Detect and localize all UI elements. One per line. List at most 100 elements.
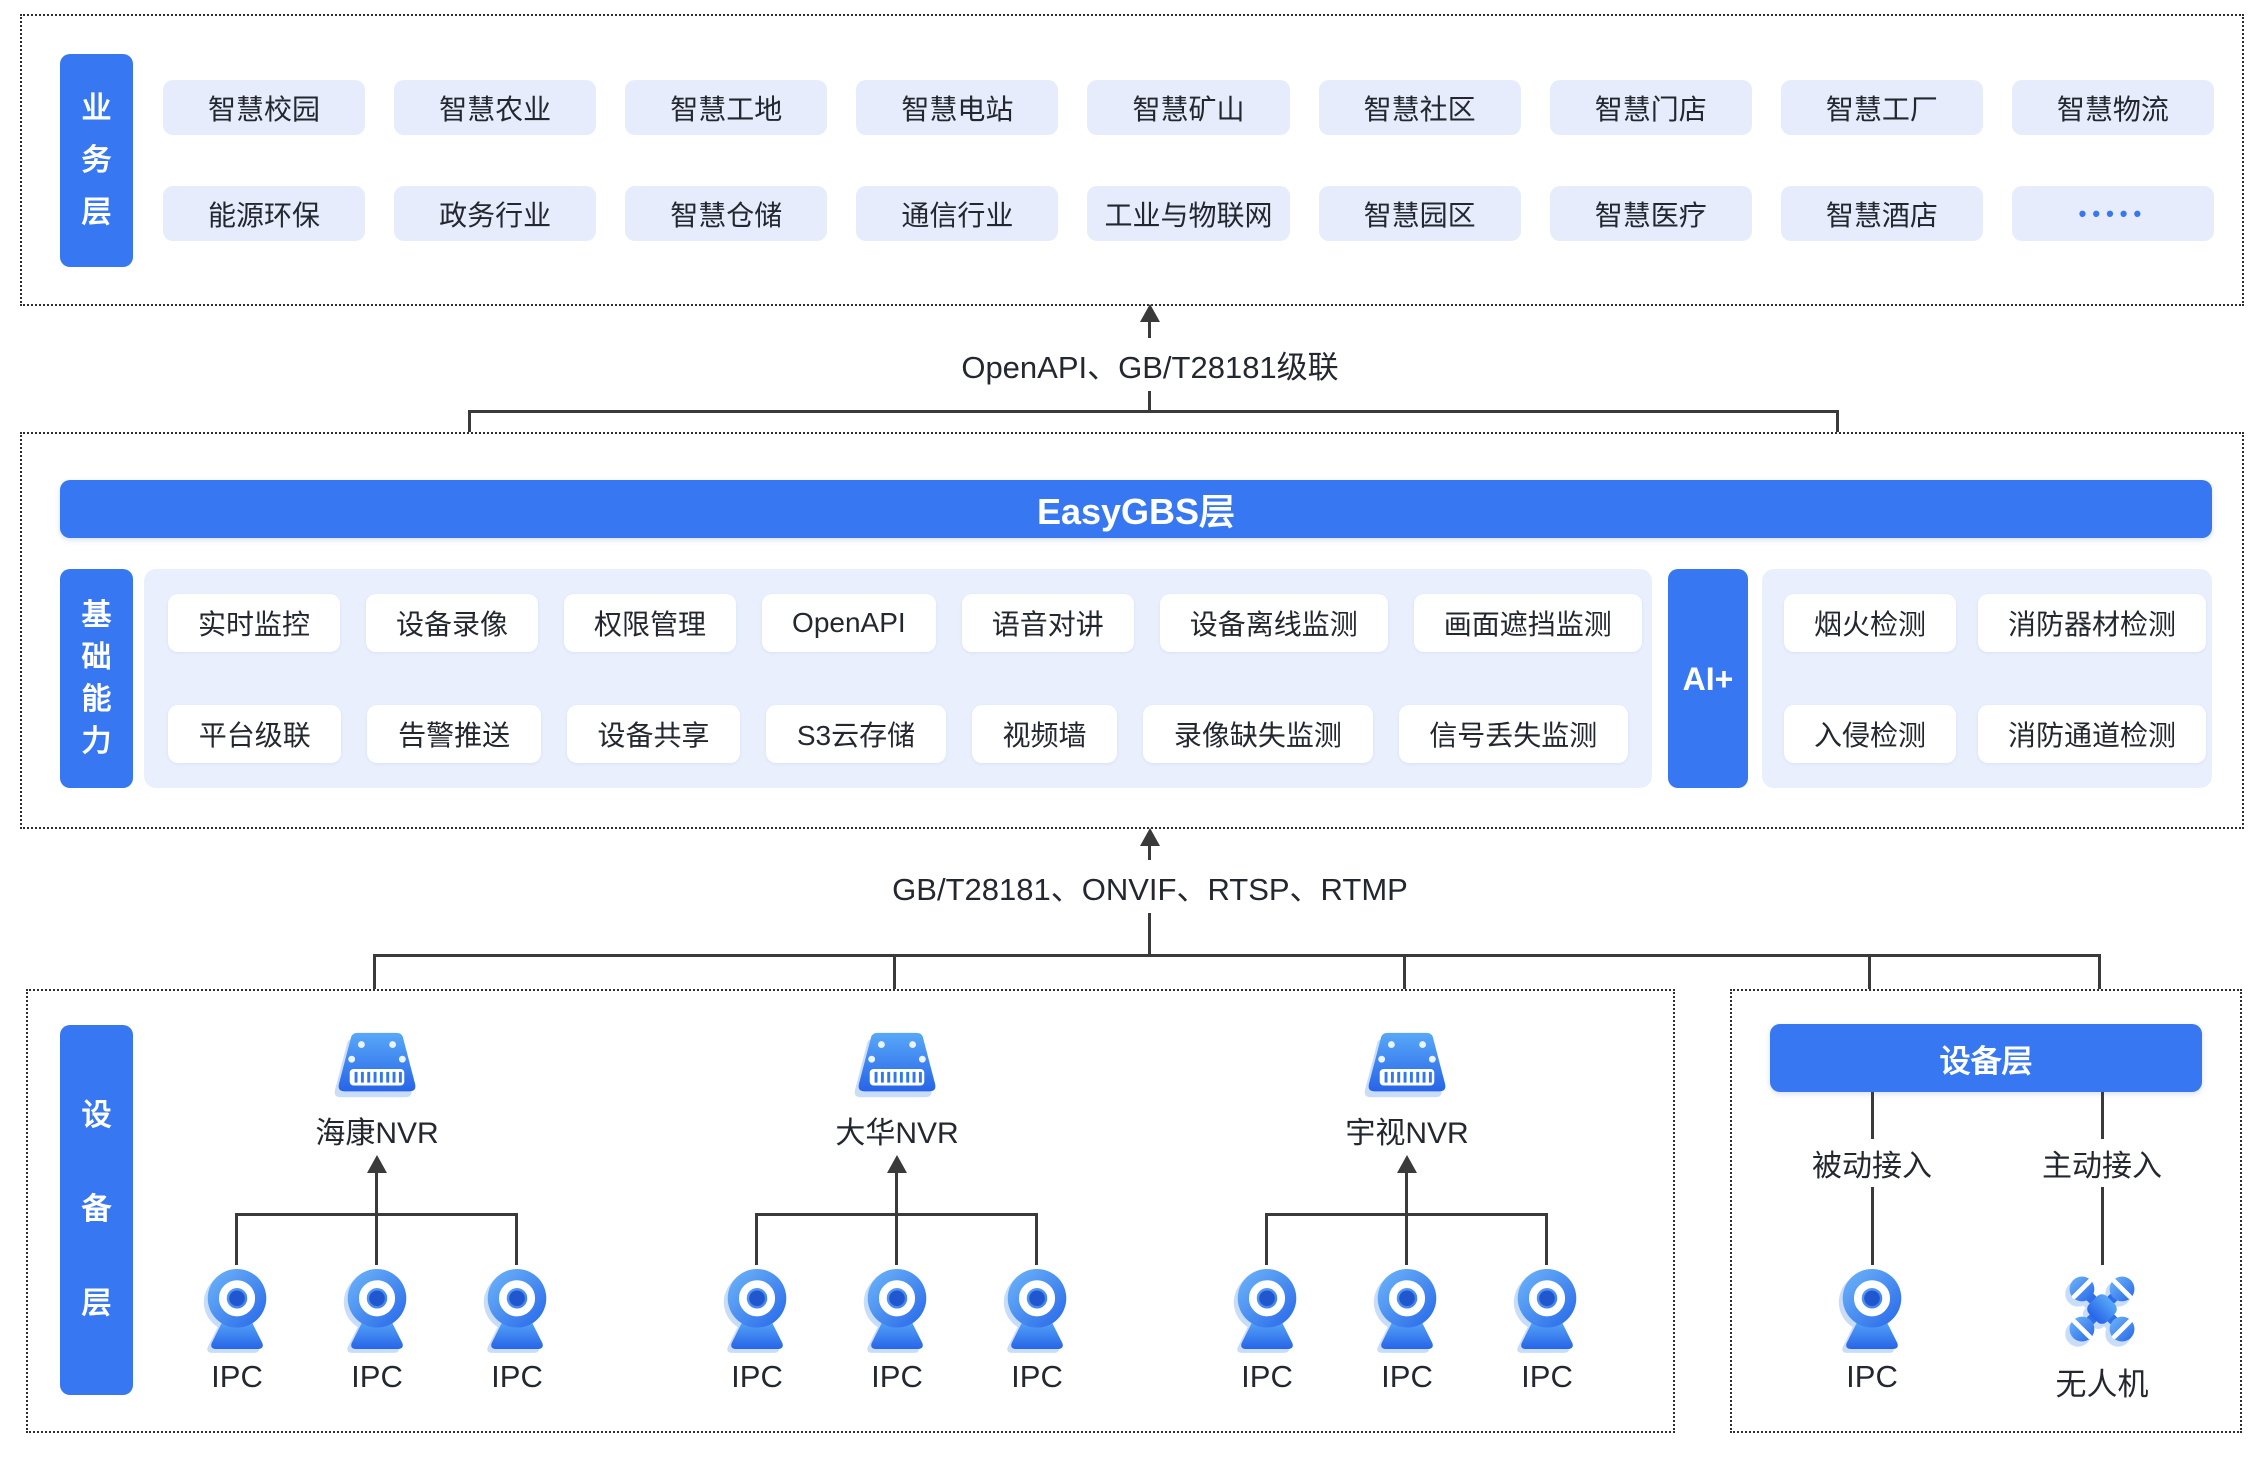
access-mode-label: 主动接入 <box>2042 1150 2162 1183</box>
side-label-char: 能 <box>81 682 112 716</box>
ai-capability-box: 入侵检测 <box>1784 705 1957 763</box>
ai-capability-box: 烟火检测 <box>1784 594 1957 652</box>
capability-box: 信号丢失监测 <box>1398 705 1628 763</box>
connector-line <box>375 1213 378 1265</box>
connector-line <box>2101 1092 2104 1139</box>
ipc-camera-icon <box>1831 1265 1913 1358</box>
connector-line <box>895 1173 898 1213</box>
connector-line <box>1405 1213 1408 1265</box>
up-arrow-icon <box>1397 1155 1417 1173</box>
side-label-char: 础 <box>81 640 112 674</box>
connector-line <box>470 410 1838 413</box>
capability-row-2: 平台级联 告警推送 设备共享 S3云存储 视频墙 录像缺失监测 信号丢失监测 <box>168 705 1628 763</box>
business-box: 智慧矿山 <box>1087 80 1290 135</box>
capability-row-1: 实时监控 设备录像 权限管理 OpenAPI 语音对讲 设备离线监测 画面遮挡监… <box>168 594 1642 652</box>
business-box: 通信行业 <box>856 186 1059 241</box>
ipc-label: IPC <box>211 1359 263 1394</box>
business-box: 智慧物流 <box>2011 80 2214 135</box>
ipc-camera-icon <box>996 1265 1078 1358</box>
business-row-1: 智慧校园 智慧农业 智慧工地 智慧电站 智慧矿山 智慧社区 智慧门店 智慧工厂 … <box>163 80 2214 135</box>
connector-line <box>1035 1213 1038 1265</box>
connector-line <box>1868 954 1871 1022</box>
ai-capability-box: 消防器材检测 <box>1978 594 2207 652</box>
ai-row-2: 入侵检测 消防通道检测 <box>1784 705 2207 763</box>
business-layer-section: 业 务 层 智慧校园 智慧农业 智慧工地 智慧电站 智慧矿山 智慧社区 智慧门店… <box>20 14 2244 306</box>
capability-box: 录像缺失监测 <box>1143 705 1373 763</box>
ipc-camera-icon <box>1506 1265 1588 1358</box>
ipc-label: IPC <box>731 1359 783 1394</box>
ipc-label: IPC <box>1381 1359 1433 1394</box>
ai-row-1: 烟火检测 消防器材检测 <box>1784 594 2207 652</box>
business-row-2: 能源环保 政务行业 智慧仓储 通信行业 工业与物联网 智慧园区 智慧医疗 智慧酒… <box>163 186 2214 241</box>
business-box: 智慧农业 <box>394 80 597 135</box>
nvr-icon <box>849 1029 945 1110</box>
connector-line <box>515 1213 518 1265</box>
ai-capability-box: 消防通道检测 <box>1978 705 2207 763</box>
business-box: 智慧仓储 <box>625 186 828 241</box>
capability-panel: 实时监控 设备录像 权限管理 OpenAPI 语音对讲 设备离线监测 画面遮挡监… <box>144 569 1652 788</box>
capability-box: S3云存储 <box>766 705 946 763</box>
connector-line <box>755 1213 758 1265</box>
business-box: 智慧医疗 <box>1549 186 1752 241</box>
side-label-char: 业 <box>81 91 112 125</box>
business-box: 智慧工厂 <box>1780 80 1983 135</box>
connector-top-label: OpenAPI、GB/T28181级联 <box>941 338 1359 391</box>
ipc-camera-icon <box>476 1265 558 1358</box>
connector-line <box>2101 1187 2104 1265</box>
capability-box: 告警推送 <box>367 705 541 763</box>
side-label-char: 基 <box>81 598 112 632</box>
capability-box: 视频墙 <box>971 705 1118 763</box>
nvr-group-dahua: 大华NVR <box>697 991 1097 1431</box>
capability-box: 权限管理 <box>564 594 737 652</box>
ipc-camera-icon <box>336 1265 418 1358</box>
ipc-label: IPC <box>351 1359 403 1394</box>
business-box: 智慧校园 <box>163 80 366 135</box>
ai-panel: 烟火检测 消防器材检测 入侵检测 消防通道检测 <box>1762 569 2212 788</box>
ai-side-label: AI+ <box>1668 569 1748 788</box>
connector-line <box>895 1213 898 1265</box>
ipc-label: IPC <box>1011 1359 1063 1394</box>
ipc-camera-icon <box>196 1265 278 1358</box>
capability-box: 画面遮挡监测 <box>1413 594 1642 652</box>
business-box: 能源环保 <box>163 186 366 241</box>
connector-line <box>375 1173 378 1213</box>
ipc-camera-icon <box>856 1265 938 1358</box>
business-box: 智慧门店 <box>1549 80 1752 135</box>
device-layer-right-section: 设备层 被动接入 IPC 主动接入 <box>1730 989 2242 1433</box>
capability-box: 设备共享 <box>566 705 741 763</box>
ipc-label: IPC <box>491 1359 543 1394</box>
nvr-icon <box>329 1029 425 1110</box>
easygbs-title-bar: EasyGBS层 <box>60 480 2212 538</box>
capability-box: OpenAPI <box>762 594 936 652</box>
nvr-group-hikvision: 海康NVR <box>177 991 577 1431</box>
device-label: IPC <box>1846 1359 1898 1394</box>
business-box: 智慧园区 <box>1318 186 1521 241</box>
ipc-label: IPC <box>871 1359 923 1394</box>
nvr-label: 大华NVR <box>835 1117 959 1150</box>
device-label: 无人机 <box>2055 1367 2149 1402</box>
connector-line <box>235 1213 238 1265</box>
connector-line <box>2098 954 2101 1022</box>
capability-box: 设备离线监测 <box>1159 594 1388 652</box>
business-box: 智慧工地 <box>625 80 828 135</box>
capability-box: 设备录像 <box>366 594 539 652</box>
up-arrow-icon <box>887 1155 907 1173</box>
side-label-char: 层 <box>81 195 112 229</box>
up-arrow-icon <box>1140 304 1160 322</box>
connector-line <box>1871 1187 1874 1265</box>
side-label-char: 层 <box>81 1287 112 1320</box>
connector-line <box>1405 1173 1408 1213</box>
access-mode-label: 被动接入 <box>1812 1150 1932 1183</box>
capability-side-label: 基 础 能 力 <box>60 569 133 788</box>
business-grid: 智慧校园 智慧农业 智慧工地 智慧电站 智慧矿山 智慧社区 智慧门店 智慧工厂 … <box>163 80 2214 241</box>
business-box: 工业与物联网 <box>1087 186 1290 241</box>
side-label-char: 备 <box>81 1193 112 1226</box>
more-industries-box: ••••• <box>2011 186 2214 241</box>
ipc-label: IPC <box>1241 1359 1293 1394</box>
nvr-label: 宇视NVR <box>1345 1117 1469 1150</box>
side-label-char: 力 <box>81 724 112 758</box>
up-arrow-icon <box>367 1155 387 1173</box>
ipc-label: IPC <box>1521 1359 1573 1394</box>
connector-bottom-label: GB/T28181、ONVIF、RTSP、RTMP <box>872 860 1428 913</box>
